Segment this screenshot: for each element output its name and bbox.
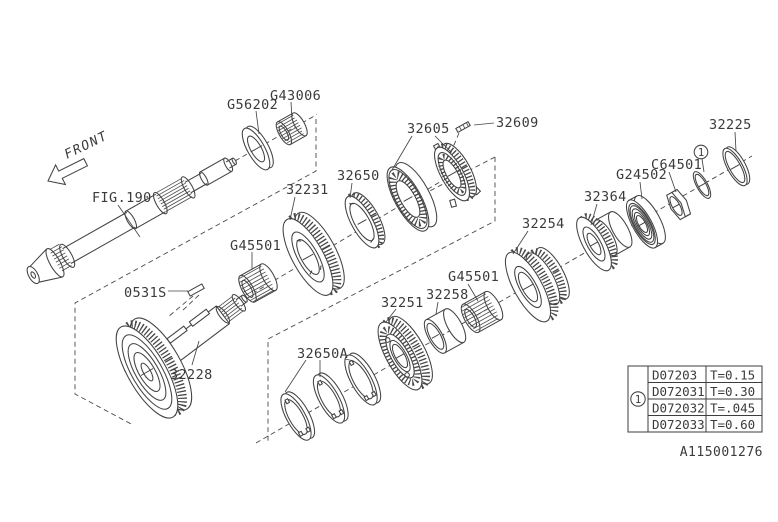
front-direction-arrow: FRONT <box>47 129 111 186</box>
label-g56202: G56202 <box>227 97 278 113</box>
drawing-number: A115001276 <box>680 445 763 460</box>
table-callout-number: 1 <box>635 394 641 406</box>
table-row: D072033 T=0.60 <box>652 417 755 432</box>
part-32228-shaft <box>115 294 248 419</box>
part-g43006-bearing <box>275 112 308 146</box>
table-thickness: T=.045 <box>710 401 755 416</box>
part-labels: FIG.190 G56202 G43006 32605 32609 32225 … <box>92 88 752 383</box>
part-32254-gear <box>504 247 570 323</box>
callout-1-bubble: 1 <box>693 144 709 160</box>
label-32258: 32258 <box>426 287 469 303</box>
label-32609: 32609 <box>496 115 539 131</box>
callout-1-number: 1 <box>698 147 704 159</box>
thickness-table: 1 D07203 T=0.15 D072031 T=0.30 D072032 T… <box>627 365 763 433</box>
part-32605-sleeve <box>386 162 438 232</box>
part-32650a-synchro-rings <box>280 352 382 441</box>
label-32225: 32225 <box>709 117 752 133</box>
label-g24502: G24502 <box>616 167 667 183</box>
part-32225-snap-ring <box>722 146 751 187</box>
label-c64501: C64501 <box>651 157 702 173</box>
part-32251-synchro-gear <box>377 315 433 391</box>
label-32254: 32254 <box>522 216 565 232</box>
table-part-no: D072033 <box>652 417 705 432</box>
table-part-no: D072032 <box>652 401 705 416</box>
part-g24502-ball-bearing <box>625 195 666 249</box>
table-thickness: T=0.60 <box>710 417 755 432</box>
part-g45501-bearing-lower <box>460 290 504 334</box>
table-row: D072032 T=.045 <box>652 401 755 416</box>
part-32228-gear <box>115 317 193 419</box>
part-32258-collar <box>423 308 467 354</box>
table-part-no: D07203 <box>652 368 697 383</box>
label-32650: 32650 <box>337 168 380 184</box>
label-fig190: FIG.190 <box>92 190 152 206</box>
part-32231-gear <box>282 211 345 296</box>
label-32605: 32605 <box>407 121 450 137</box>
part-32609-key <box>448 120 471 158</box>
label-g45501-b: G45501 <box>448 269 499 285</box>
label-32228: 32228 <box>170 367 213 383</box>
label-32364: 32364 <box>584 189 627 205</box>
label-32251: 32251 <box>381 295 424 311</box>
part-32650-synchro-ring <box>344 192 386 249</box>
table-part-no: D072031 <box>652 384 705 399</box>
part-callout1-snap-ring <box>692 171 712 199</box>
part-g45501-bearing-upper <box>238 263 278 303</box>
part-0531s-key <box>167 283 205 318</box>
table-row: D07203 T=0.15 <box>652 368 755 383</box>
part-c64501-locknut <box>666 188 692 221</box>
part-32605-hub <box>432 142 482 208</box>
part-fig190-input-shaft <box>26 112 318 285</box>
table-thickness: T=0.30 <box>710 384 755 399</box>
label-32231: 32231 <box>286 182 329 198</box>
label-32650a: 32650A <box>297 346 348 362</box>
assembly-dashed-boxes <box>74 119 496 443</box>
table-thickness: T=0.15 <box>710 368 755 383</box>
part-32364-gear <box>576 211 633 272</box>
label-g45501-a: G45501 <box>230 238 281 254</box>
table-row: D072031 T=0.30 <box>652 384 755 399</box>
leader-lines <box>117 101 737 393</box>
label-0531s: 0531S <box>124 285 167 301</box>
label-g43006: G43006 <box>270 88 321 104</box>
part-g56202-washer <box>241 125 274 171</box>
front-label: FRONT <box>62 129 110 163</box>
